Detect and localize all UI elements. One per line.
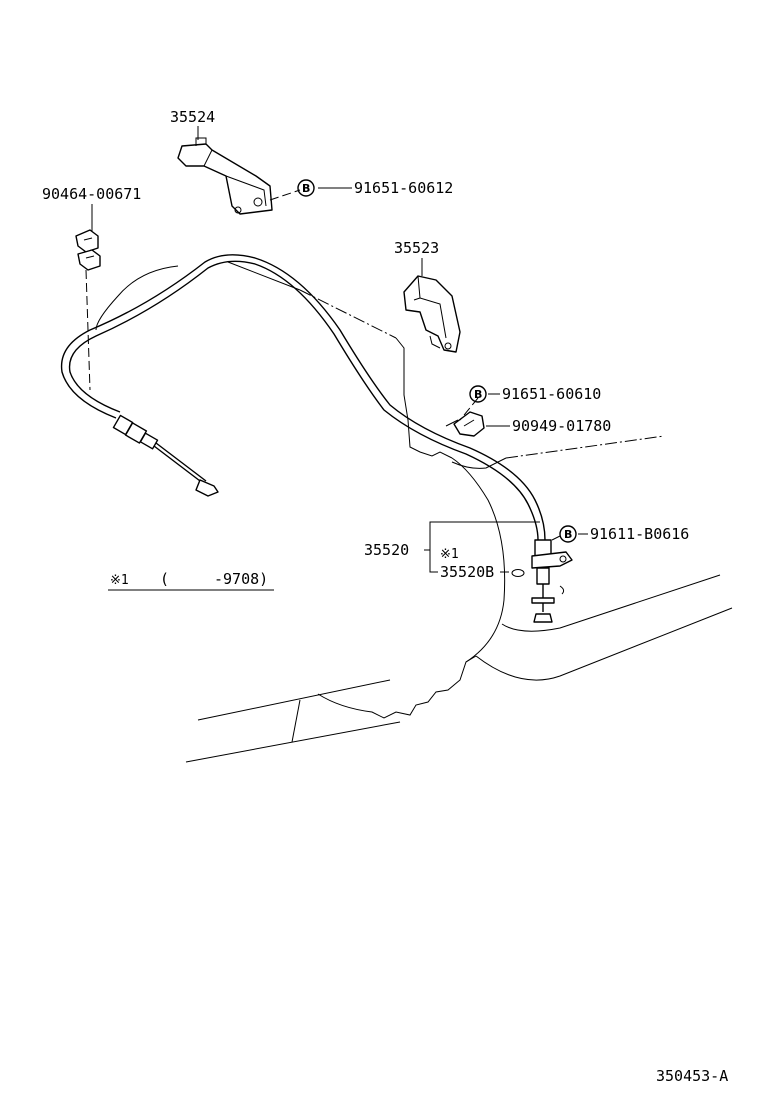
bracket-35524: [177, 137, 273, 215]
label-90949-01780: 90949-01780: [512, 417, 611, 435]
label-91611-B0616: 91611-B0616: [590, 525, 689, 543]
label-91651-60610: 91651-60610: [502, 385, 601, 403]
svg-text:B: B: [564, 528, 572, 541]
label-91651-60612: 91651-60612: [354, 179, 453, 197]
footnote-range: -9708): [214, 570, 268, 588]
bracket-35523: [403, 275, 461, 353]
leader-lines: [85, 126, 588, 591]
cable-assembly: [60, 254, 573, 623]
footnote-mark: ※1: [110, 573, 129, 588]
clamp-90949: [445, 411, 485, 437]
transmission-housing-outline: [95, 261, 733, 763]
note-mark-callout: ※1: [440, 547, 459, 562]
bolt-marker-91651-60610: B: [469, 385, 487, 403]
clip-90464: [75, 229, 101, 271]
footnote-range-open: (: [160, 570, 169, 588]
svg-text:B: B: [474, 388, 482, 401]
label-35520B: 35520B: [440, 563, 494, 581]
diagram-id: 350453-A: [656, 1067, 728, 1085]
label-35523: 35523: [394, 239, 439, 257]
svg-text:B: B: [302, 182, 310, 195]
bolt-marker-91611-B0616: B: [559, 525, 577, 543]
label-35520: 35520: [364, 541, 409, 559]
bolt-marker-91651-60612: B: [297, 179, 315, 197]
label-90464-00671: 90464-00671: [42, 185, 141, 203]
label-35524: 35524: [170, 108, 215, 126]
